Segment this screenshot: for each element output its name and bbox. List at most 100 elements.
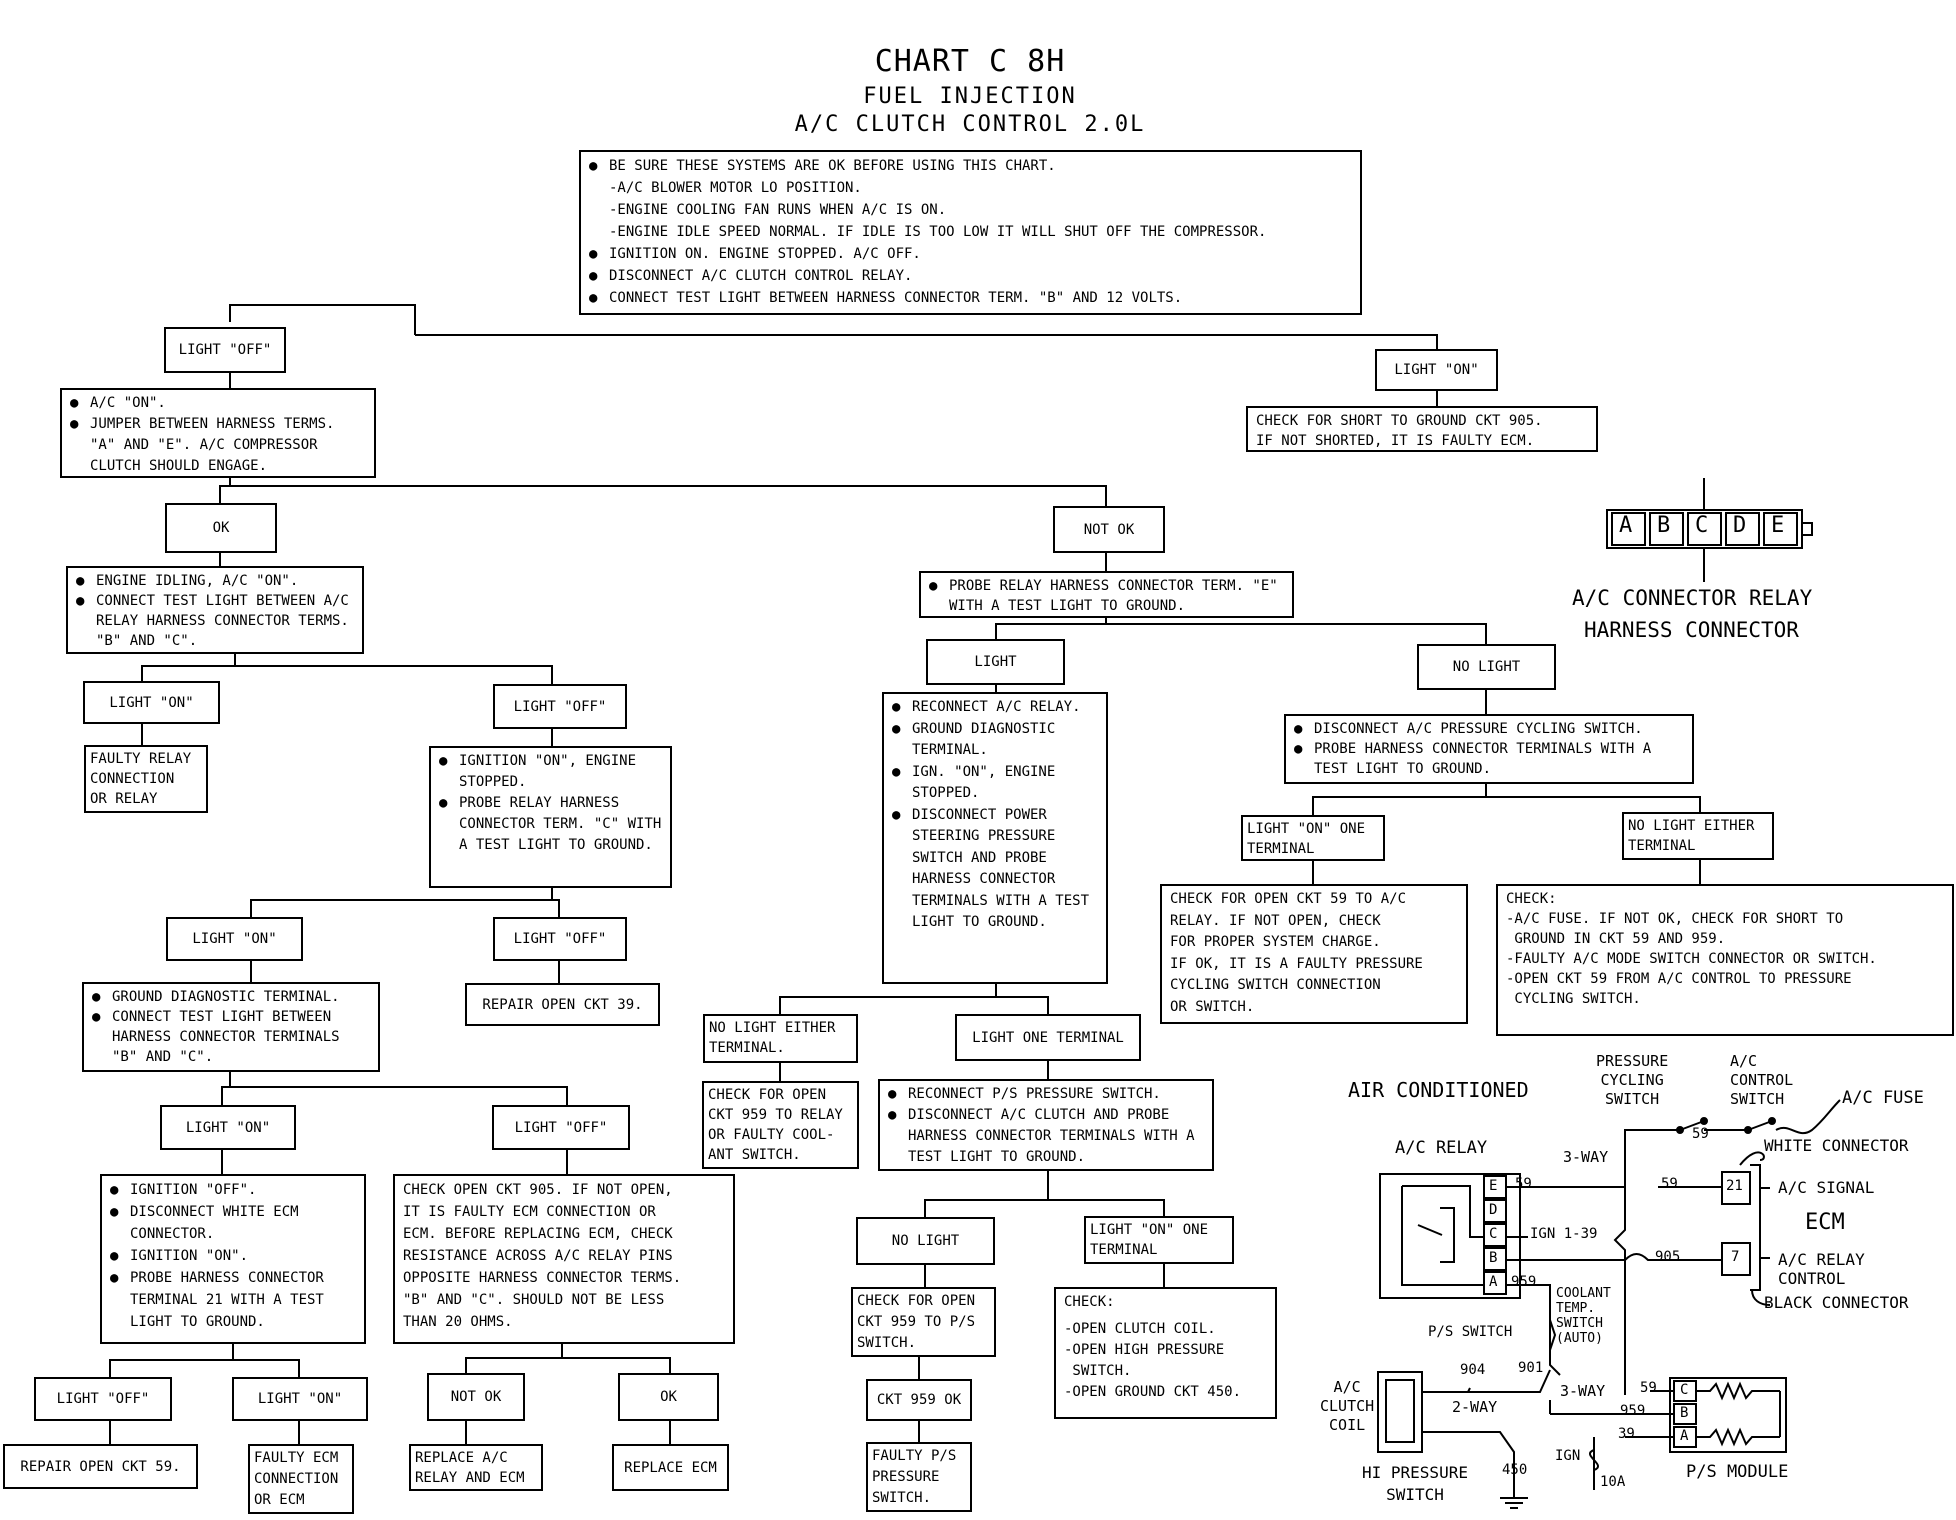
node-check-open-59: CHECK FOR OPEN CKT 59 TO A/C RELAY. IF N… bbox=[1160, 884, 1468, 1024]
text-line: RELAY. IF NOT OPEN, CHECK bbox=[1170, 912, 1381, 929]
node-probe-relay-e: PROBE RELAY HARNESS CONNECTOR TERM. "E" … bbox=[919, 571, 1294, 618]
text-line: IT IS FAULTY ECM CONNECTION OR bbox=[403, 1204, 656, 1220]
bullet-item: IGNITION "ON". bbox=[110, 1245, 356, 1267]
text-line: LIGHT "ON" ONE bbox=[1247, 821, 1366, 837]
chart-subtitle-2: A/C CLUTCH CONTROL 2.0L bbox=[794, 112, 1146, 137]
air-conditioned-label: AIR CONDITIONED bbox=[1348, 1078, 1529, 1102]
node-reconnect-ps: RECONNECT P/S PRESSURE SWITCH. DISCONNEC… bbox=[878, 1079, 1214, 1171]
bullet-item: PROBE RELAY HARNESS CONNECTOR TERM. "C" … bbox=[439, 793, 662, 856]
node-not-ok: NOT OK bbox=[1053, 506, 1165, 553]
bullet-item: RECONNECT P/S PRESSURE SWITCH. bbox=[888, 1084, 1204, 1105]
bullet-item: PROBE RELAY HARNESS CONNECTOR TERM. "E" … bbox=[929, 576, 1284, 616]
text-line: OPPOSITE HARNESS CONNECTOR TERMS. bbox=[403, 1270, 682, 1286]
relay-pin-e: E bbox=[1489, 1178, 1498, 1194]
node-check-open-959-relay: CHECK FOR OPEN CKT 959 TO RELAY OR FAULT… bbox=[702, 1081, 859, 1169]
text-line: -FAULTY A/C MODE SWITCH CONNECTOR OR SWI… bbox=[1506, 951, 1877, 967]
text-line: TEMP. bbox=[1556, 1301, 1596, 1316]
text-line: CHECK FOR SHORT TO GROUND CKT 905. bbox=[1256, 413, 1543, 429]
node-light-on-5: LIGHT "ON" bbox=[232, 1377, 368, 1421]
text-line: SWITCH bbox=[1605, 1090, 1660, 1108]
ac-relay-control-label: A/C RELAY CONTROL bbox=[1778, 1250, 1865, 1288]
node-disconnect-cycling: DISCONNECT A/C PRESSURE CYCLING SWITCH. … bbox=[1284, 714, 1694, 784]
text-line: CHECK FOR OPEN bbox=[708, 1087, 827, 1103]
node-no-light-either-2: NO LIGHT EITHER TERMINAL. bbox=[703, 1014, 858, 1063]
wire-450-label: 450 bbox=[1502, 1462, 1528, 1478]
text-line: TERMINAL bbox=[1628, 838, 1696, 854]
connector-label-2: HARNESS CONNECTOR bbox=[1584, 618, 1799, 642]
node-check-fuse: CHECK: -A/C FUSE. IF NOT OK, CHECK FOR S… bbox=[1496, 884, 1954, 1036]
text-line: FAULTY P/S bbox=[872, 1448, 957, 1464]
text-line: SWITCH bbox=[1386, 1485, 1444, 1504]
bullet-item: IGN. "ON", ENGINE STOPPED. bbox=[892, 762, 1098, 805]
module-pin-a: A bbox=[1680, 1428, 1689, 1444]
node-light-off-3: LIGHT "OFF" bbox=[493, 917, 627, 961]
text-line: CKT 959 TO P/S bbox=[857, 1314, 976, 1330]
text-line: A/C bbox=[1333, 1378, 1361, 1396]
node-replace-relay-ecm: REPLACE A/C RELAY AND ECM bbox=[409, 1444, 543, 1491]
two-way-label: 2-WAY bbox=[1452, 1398, 1498, 1416]
node-replace-ecm: REPLACE ECM bbox=[612, 1444, 729, 1491]
node-ac-on-jumper: A/C "ON". JUMPER BETWEEN HARNESS TERMS. … bbox=[60, 388, 376, 478]
node-faulty-ps: FAULTY P/S PRESSURE SWITCH. bbox=[866, 1442, 972, 1512]
hi-pressure-switch-label: HI PRESSURE SWITCH bbox=[1362, 1462, 1468, 1506]
text-line: THAN 20 OHMS. bbox=[403, 1314, 513, 1330]
bullet-item: RECONNECT A/C RELAY. bbox=[892, 697, 1098, 719]
ecm-pin-21: 21 bbox=[1726, 1178, 1743, 1194]
text-line: FAULTY RELAY bbox=[90, 751, 192, 767]
bullet-item: PROBE HARNESS CONNECTOR TERMINALS WITH A… bbox=[1294, 739, 1684, 779]
text-line: NO LIGHT EITHER bbox=[709, 1020, 836, 1036]
ign-label: IGN bbox=[1555, 1448, 1581, 1464]
node-no-light-3: NO LIGHT bbox=[856, 1217, 995, 1265]
text-line: OR ECM bbox=[254, 1492, 305, 1508]
text-line: SWITCH. bbox=[857, 1335, 917, 1351]
node-not-ok-2: NOT OK bbox=[427, 1373, 525, 1421]
text-line: CONTROL bbox=[1730, 1071, 1794, 1089]
bullet-item: ENGINE IDLING, A/C "ON". bbox=[76, 571, 354, 591]
connector-pin-e: E bbox=[1771, 513, 1786, 538]
text-line: LIGHT "ON" ONE bbox=[1090, 1222, 1209, 1238]
bullet-item: DISCONNECT POWER STEERING PRESSURE SWITC… bbox=[892, 805, 1098, 934]
node-ckt-959-ok: CKT 959 OK bbox=[866, 1379, 972, 1421]
wiring-schematic bbox=[1377, 1099, 1841, 1509]
node-repair-59: REPAIR OPEN CKT 59. bbox=[3, 1444, 198, 1489]
text-line: CHECK: bbox=[1064, 1294, 1115, 1310]
node-reconnect-relay: RECONNECT A/C RELAY. GROUND DIAGNOSTIC T… bbox=[882, 692, 1108, 984]
intro-sub-item: -ENGINE IDLE SPEED NORMAL. IF IDLE IS TO… bbox=[609, 224, 1267, 240]
connector-pin-c: C bbox=[1695, 513, 1710, 538]
relay-connector-symbol bbox=[1606, 478, 1813, 582]
intro-bullet: CONNECT TEST LIGHT BETWEEN HARNESS CONNE… bbox=[589, 287, 1352, 309]
text-line: SWITCH bbox=[1730, 1090, 1785, 1108]
text-line: COOLANT bbox=[1556, 1286, 1611, 1301]
text-line: NO LIGHT EITHER bbox=[1628, 818, 1755, 834]
text-line: CHECK OPEN CKT 905. IF NOT OPEN, bbox=[403, 1182, 673, 1198]
bullet-item: DISCONNECT A/C PRESSURE CYCLING SWITCH. bbox=[1294, 719, 1684, 739]
coolant-switch-label: COOLANT TEMP. SWITCH (AUTO) bbox=[1556, 1286, 1611, 1346]
bullet-item: A/C "ON". bbox=[70, 393, 366, 414]
wire-901-label: 901 bbox=[1518, 1360, 1544, 1376]
text-line: IF OK, IT IS A FAULTY PRESSURE bbox=[1170, 955, 1423, 972]
text-line: SWITCH. bbox=[872, 1490, 932, 1506]
connector-label: A/C CONNECTOR RELAY bbox=[1572, 586, 1813, 610]
node-engine-idling: ENGINE IDLING, A/C "ON". CONNECT TEST LI… bbox=[66, 566, 364, 654]
node-ign-off-white: IGNITION "OFF". DISCONNECT WHITE ECM CON… bbox=[100, 1174, 366, 1344]
node-check-open-959-ps: CHECK FOR OPEN CKT 959 TO P/S SWITCH. bbox=[851, 1287, 996, 1357]
node-ign-on-probe-c: IGNITION "ON", ENGINE STOPPED. PROBE REL… bbox=[429, 746, 672, 888]
text-line: CKT 959 TO RELAY bbox=[708, 1107, 843, 1123]
node-check-short-905: CHECK FOR SHORT TO GROUND CKT 905. IF NO… bbox=[1246, 406, 1598, 452]
text-line: GROUND IN CKT 59 AND 959. bbox=[1506, 931, 1726, 947]
wire-959-label: 959 bbox=[1620, 1403, 1646, 1419]
ecm-pin-7: 7 bbox=[1731, 1249, 1740, 1265]
intro-box: BE SURE THESE SYSTEMS ARE OK BEFORE USIN… bbox=[579, 150, 1362, 315]
wire-59-label: 59 bbox=[1661, 1176, 1678, 1192]
text-line: CYCLING bbox=[1600, 1071, 1664, 1089]
black-connector-label: BLACK CONNECTOR bbox=[1764, 1293, 1909, 1312]
bullet-item: CONNECT TEST LIGHT BETWEEN A/C RELAY HAR… bbox=[76, 591, 354, 651]
text-line: TERMINAL. bbox=[709, 1040, 785, 1056]
text-line: -OPEN CLUTCH COIL. bbox=[1064, 1321, 1216, 1337]
text-line: IF NOT SHORTED, IT IS FAULTY ECM. bbox=[1256, 433, 1535, 449]
wire-59-label: 59 bbox=[1692, 1126, 1709, 1142]
node-repair-39: REPAIR OPEN CKT 39. bbox=[465, 983, 660, 1026]
wire-959-label: 959 bbox=[1511, 1274, 1537, 1290]
ps-module-label: P/S MODULE bbox=[1686, 1462, 1789, 1482]
